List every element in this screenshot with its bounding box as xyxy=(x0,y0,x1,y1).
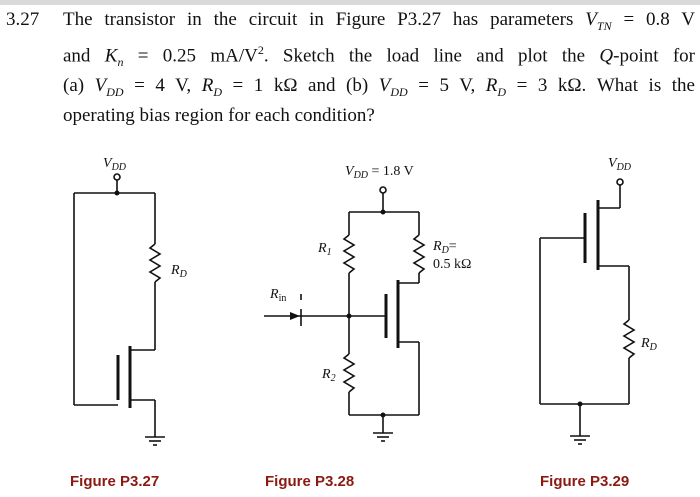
problem-line-4: operating bias region for each condition… xyxy=(63,104,375,126)
p328-vdd-label: VDD = 1.8 V xyxy=(345,164,414,181)
problem-line-2: and Kn = 0.25 mA/V2. Sketch the load lin… xyxy=(63,42,695,69)
p329-resistor-rd xyxy=(622,319,636,359)
p327-vdd-label: VDD xyxy=(103,156,127,173)
p329-supply-terminal xyxy=(616,178,624,186)
p329-rd-label: RD xyxy=(640,336,658,353)
p327-supply-terminal xyxy=(113,173,121,181)
p328-caption: Figure P3.28 xyxy=(265,473,354,490)
p327-resistor-rd xyxy=(148,243,162,283)
p329-vdd-label: VDD xyxy=(608,156,632,173)
p328-supply-terminal xyxy=(379,186,387,194)
p327-caption: Figure P3.27 xyxy=(70,473,159,490)
figure-p329: VDD RD Figure P3.29 xyxy=(539,156,658,490)
p327-rd-label: RD xyxy=(170,263,188,280)
figure-p327: VDD RD Figure P3.27 xyxy=(70,156,188,490)
p327-ground-icon xyxy=(145,436,165,446)
p329-caption: Figure P3.29 xyxy=(540,473,629,490)
figure-p328: VDD = 1.8 V R1 RD= 0.5 kΩ Rin xyxy=(264,164,471,490)
p328-ground-icon xyxy=(373,432,393,442)
p328-resistor-rd xyxy=(412,234,426,274)
problem-text: The transistor in the circuit in Figure … xyxy=(63,8,695,128)
p329-ground-icon xyxy=(570,435,590,445)
problem-line-1: The transistor in the circuit in Figure … xyxy=(63,9,696,33)
p328-rd-label: RD= xyxy=(432,239,457,256)
p328-rin-label: Rin xyxy=(269,287,286,304)
problem-line-3: (a) VDD = 4 V, RD = 1 kΩ and (b) VDD = 5… xyxy=(63,74,695,99)
p328-resistor-r1 xyxy=(342,234,356,274)
p328-rin-arrow xyxy=(290,312,300,320)
problem-number: 3.27 xyxy=(6,9,40,30)
p328-resistor-r2 xyxy=(342,353,356,393)
top-edge-band xyxy=(0,0,700,5)
p328-rd-value: 0.5 kΩ xyxy=(433,257,471,272)
p328-r1-label: R1 xyxy=(317,241,332,258)
p328-r2-label: R2 xyxy=(321,367,336,384)
